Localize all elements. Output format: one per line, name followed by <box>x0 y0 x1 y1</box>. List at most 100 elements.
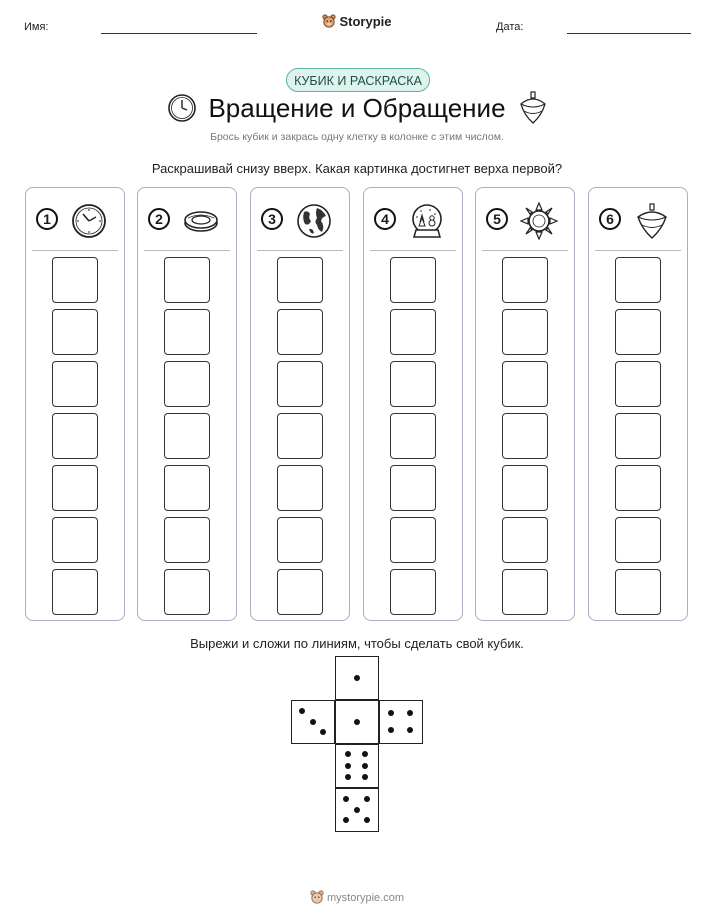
die-face-1 <box>335 700 379 744</box>
bear-logo-icon <box>322 14 337 28</box>
color-cell[interactable] <box>52 361 98 407</box>
color-cell[interactable] <box>390 517 436 563</box>
color-cell[interactable] <box>390 309 436 355</box>
color-cell[interactable] <box>52 413 98 459</box>
footer: mystorypie.com <box>0 890 714 904</box>
globe-icon <box>297 204 331 238</box>
color-cell[interactable] <box>164 569 210 615</box>
color-cell[interactable] <box>502 569 548 615</box>
name-label: Имя: <box>24 21 49 33</box>
color-cell[interactable] <box>52 569 98 615</box>
spinning-top-icon <box>520 91 546 124</box>
color-cell[interactable] <box>164 257 210 303</box>
die-pip <box>299 708 306 715</box>
column-number: 1 <box>36 208 58 230</box>
color-cell[interactable] <box>502 257 548 303</box>
color-cell[interactable] <box>164 361 210 407</box>
column-number: 6 <box>599 208 621 230</box>
die-pip <box>388 726 395 733</box>
date-label: Дата: <box>496 21 524 33</box>
color-cell[interactable] <box>277 569 323 615</box>
die-pip <box>319 728 326 735</box>
snow-globe-icon <box>412 204 442 238</box>
color-cell[interactable] <box>615 569 661 615</box>
color-cell[interactable] <box>52 517 98 563</box>
die-face-6 <box>335 744 379 788</box>
logo-text: Storypie <box>339 14 392 29</box>
color-cell[interactable] <box>502 309 548 355</box>
color-cell[interactable] <box>390 361 436 407</box>
category-badge: КУБИК И РАСКРАСКА <box>286 68 430 92</box>
color-cell[interactable] <box>277 413 323 459</box>
color-cell[interactable] <box>277 361 323 407</box>
die-pip <box>406 726 413 733</box>
column-divider <box>144 250 230 251</box>
die-pip <box>388 710 395 717</box>
die-pip <box>361 751 368 758</box>
color-cell[interactable] <box>52 257 98 303</box>
spinning-top-icon <box>637 203 667 239</box>
clock-icon <box>168 94 196 122</box>
die-face-4 <box>379 700 423 744</box>
color-cell[interactable] <box>615 309 661 355</box>
die-pip <box>345 762 352 769</box>
die-pip <box>406 710 413 717</box>
die-pip <box>363 816 370 823</box>
color-cell[interactable] <box>277 465 323 511</box>
die-pip <box>361 762 368 769</box>
page-title: Вращение и Обращение <box>208 93 506 123</box>
color-cell[interactable] <box>164 465 210 511</box>
color-cell[interactable] <box>390 413 436 459</box>
sun-icon <box>520 202 558 240</box>
dice-column-2: 2 <box>137 187 237 621</box>
ring-icon <box>184 211 218 232</box>
color-cell[interactable] <box>615 517 661 563</box>
column-number: 2 <box>148 208 170 230</box>
die-face-3 <box>291 700 335 744</box>
dice-column-4: 4 <box>363 187 463 621</box>
instruction-text: Раскрашивай снизу вверх. Какая картинка … <box>151 161 563 176</box>
die-pip <box>353 718 360 725</box>
subtitle: Брось кубик и закрась одну клетку в коло… <box>210 131 504 143</box>
die-pip <box>345 773 352 780</box>
color-cell[interactable] <box>277 517 323 563</box>
color-cell[interactable] <box>615 465 661 511</box>
color-cell[interactable] <box>277 257 323 303</box>
die-pip <box>309 718 316 725</box>
die-pip <box>353 806 360 813</box>
date-line[interactable] <box>567 33 691 34</box>
storypie-logo: Storypie <box>0 14 714 29</box>
die-pip <box>361 773 368 780</box>
bear-logo-icon <box>310 890 324 904</box>
color-cell[interactable] <box>277 309 323 355</box>
column-divider <box>370 250 456 251</box>
name-line[interactable] <box>101 33 257 34</box>
clock-icon <box>72 204 106 238</box>
column-number: 3 <box>261 208 283 230</box>
color-cell[interactable] <box>615 361 661 407</box>
color-cell[interactable] <box>502 361 548 407</box>
die-pip <box>343 796 350 803</box>
color-cell[interactable] <box>164 309 210 355</box>
color-cell[interactable] <box>52 465 98 511</box>
die-pip <box>343 816 350 823</box>
color-cell[interactable] <box>390 569 436 615</box>
die-pip <box>363 796 370 803</box>
column-divider <box>482 250 568 251</box>
color-cell[interactable] <box>502 413 548 459</box>
color-cell[interactable] <box>52 309 98 355</box>
dice-column-5: 5 <box>475 187 575 621</box>
column-divider <box>595 250 681 251</box>
color-cell[interactable] <box>164 517 210 563</box>
die-face-5 <box>335 788 379 832</box>
color-cell[interactable] <box>390 257 436 303</box>
footer-url: mystorypie.com <box>326 892 405 904</box>
color-cell[interactable] <box>502 517 548 563</box>
dice-column-1: 1 <box>25 187 125 621</box>
color-cell[interactable] <box>164 413 210 459</box>
color-cell[interactable] <box>615 413 661 459</box>
die-pip <box>353 674 360 681</box>
color-cell[interactable] <box>615 257 661 303</box>
color-cell[interactable] <box>390 465 436 511</box>
color-cell[interactable] <box>502 465 548 511</box>
